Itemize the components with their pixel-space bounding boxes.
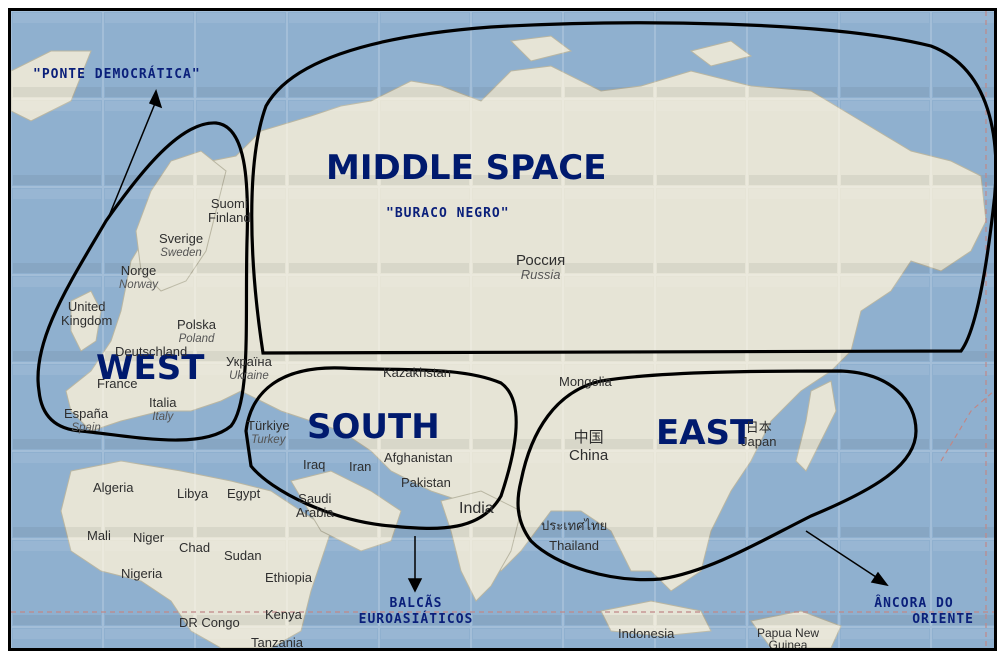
country-label-india: India [459, 500, 494, 517]
japan-english: Japan [741, 434, 777, 449]
norway-english: Norway [119, 279, 158, 291]
dashed-boundaries [11, 11, 994, 648]
china-english: China [569, 447, 609, 464]
country-label-iraq: Iraq [303, 457, 326, 472]
world-map [11, 11, 994, 648]
poland-native: Polska [177, 317, 217, 332]
annotation-buraco-negro: "BURACO NEGRO" [386, 206, 510, 221]
spain-native: España [64, 406, 109, 421]
japan-native: 日本 [745, 420, 772, 435]
country-label-mongolia: Mongolia [559, 374, 612, 389]
country-label-sudan: Sudan [224, 548, 262, 563]
region-label-east: EAST [656, 413, 754, 453]
east-outline [516, 369, 918, 582]
country-label-pakistan: Pakistan [401, 475, 451, 490]
uk-line2: Kingdom [61, 313, 113, 328]
south-outline [244, 366, 518, 530]
finland-english: Finland [208, 210, 251, 225]
png-line1: Papua New [757, 626, 820, 640]
region-label-west: WEST [96, 348, 205, 388]
country-label-chad: Chad [179, 540, 211, 555]
region-label-middle-space: MIDDLE SPACE [326, 148, 607, 188]
middle-space-outline [250, 21, 994, 355]
country-label-nigeria: Nigeria [121, 566, 163, 581]
country-label-france: France [97, 376, 138, 391]
poland-english: Poland [178, 333, 215, 345]
country-label-egypt: Egypt [227, 486, 261, 501]
country-label-niger: Niger [133, 530, 165, 545]
west-outline [36, 121, 250, 442]
sweden-native: Sverige [159, 231, 204, 246]
country-label-indonesia: Indonesia [618, 626, 675, 641]
annotation-ponte-democratica: "PONTE DEMOCRÁTICA" [33, 67, 201, 82]
finland-native: Suomi [210, 196, 248, 211]
png-line2: Guinea [768, 638, 808, 651]
thailand-english: Thailand [549, 538, 600, 553]
region-outlines [36, 21, 994, 582]
map-frame: WEST MIDDLE SPACE SOUTH EAST "PONTE DEMO… [8, 8, 997, 651]
country-label-thailand: ประเทศไทย Thailand [541, 519, 607, 553]
italy-native: Italia [149, 395, 177, 410]
country-label-kazakhstan: Kazakhstan [383, 365, 451, 380]
thailand-native: ประเทศไทย [541, 518, 608, 533]
italy-english: Italy [152, 411, 174, 423]
russia-native: Россия [516, 252, 566, 269]
norway-native: Norge [120, 263, 157, 278]
uk-line1: United [67, 299, 106, 314]
annotation-arrows [108, 89, 889, 593]
turkey-native: Türkiye [247, 418, 290, 433]
country-label-ethiopia: Ethiopia [265, 570, 312, 585]
country-label-mali: Mali [87, 528, 111, 543]
country-label-iran: Iran [349, 459, 372, 474]
country-label-tanzania: Tanzania [251, 635, 304, 650]
country-label-libya: Libya [177, 486, 209, 501]
spain-english: Spain [71, 422, 101, 434]
country-label-afghanistan: Afghanistan [384, 450, 453, 465]
annotation-ancora-line2: ORIENTE [912, 612, 974, 627]
russia-english: Russia [520, 267, 561, 282]
country-label-algeria: Algeria [93, 480, 134, 495]
annotation-ancora-do-oriente: ÂNCORA DO ORIENTE [854, 596, 974, 628]
region-label-south: SOUTH [307, 407, 440, 447]
country-label-germany: Deutschland [115, 344, 188, 359]
saudi-line2: Arabia [296, 505, 334, 520]
annotation-balcas-line2: EUROASIÁTICOS [358, 612, 474, 627]
china-native: 中国 [573, 429, 604, 446]
annotation-ancora-line1: ÂNCORA DO [874, 596, 954, 611]
sweden-english: Sweden [160, 247, 202, 259]
turkey-english: Turkey [251, 434, 286, 446]
tile-overlay [11, 11, 994, 648]
annotation-balcas-line1: BALCÃS [389, 596, 443, 611]
ukraine-native: Україна [226, 354, 272, 369]
country-label-kenya: Kenya [265, 607, 302, 622]
country-label-dr-congo: DR Congo [179, 615, 240, 630]
saudi-line1: Saudi [298, 491, 332, 506]
ukraine-english: Ukraine [229, 370, 269, 382]
annotation-balcas-euroasiaticos: BALCÃS EUROASIÁTICOS [331, 596, 501, 628]
